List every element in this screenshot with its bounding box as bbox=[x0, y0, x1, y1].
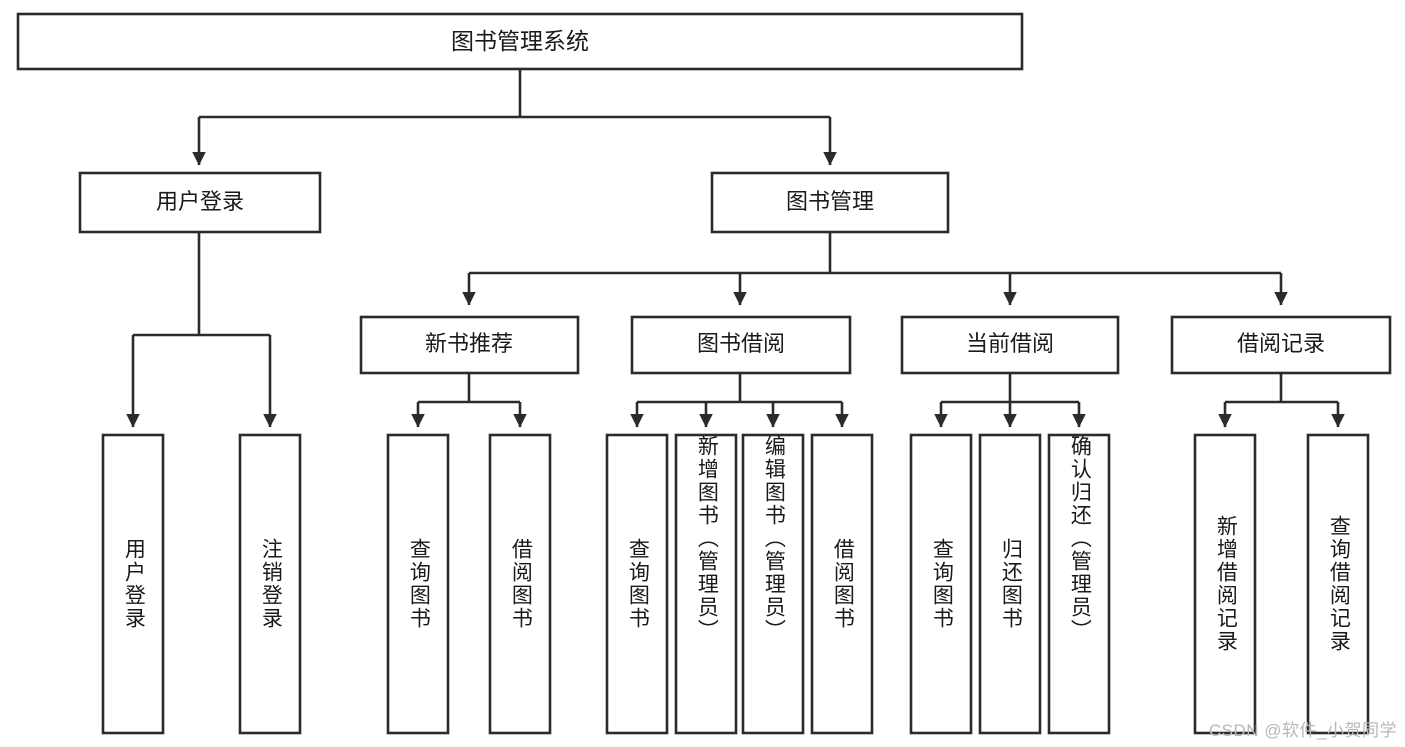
node-book-borrow-label: 图书借阅 bbox=[697, 331, 785, 356]
leaf-query-book-3-box[interactable] bbox=[909, 433, 973, 735]
leaf-confirm-return-box[interactable] bbox=[1047, 433, 1111, 735]
leaf-query-book-1-box[interactable] bbox=[386, 433, 450, 735]
node-root-box[interactable] bbox=[16, 12, 1024, 71]
node-user-login-box[interactable] bbox=[78, 171, 322, 234]
leaf-add-record-box[interactable] bbox=[1193, 433, 1257, 735]
watermark: CSDN @软件_小贺同学 bbox=[1208, 721, 1397, 740]
node-current-borrow[interactable]: 当前借阅 bbox=[900, 315, 1120, 375]
leaf-edit-book-box[interactable] bbox=[741, 433, 805, 735]
node-root[interactable]: 图书管理系统 bbox=[16, 12, 1024, 71]
node-borrow-record[interactable]: 借阅记录 bbox=[1170, 315, 1392, 375]
connectors-new-book-recommend-to-leaves bbox=[411, 373, 527, 428]
leaf-boxes bbox=[101, 433, 1370, 735]
leaf-return-book-box[interactable] bbox=[978, 433, 1042, 735]
node-book-borrow[interactable]: 图书借阅 bbox=[630, 315, 852, 375]
node-new-book-recommend-box[interactable] bbox=[359, 315, 580, 375]
leaf-borrow-book-2-box[interactable] bbox=[810, 433, 874, 735]
node-user-login-label: 用户登录 bbox=[156, 189, 244, 214]
node-borrow-record-label: 借阅记录 bbox=[1237, 331, 1325, 356]
leaf-query-book-2-box[interactable] bbox=[605, 433, 669, 735]
connectors-root-to-level2 bbox=[192, 69, 837, 166]
node-current-borrow-label: 当前借阅 bbox=[966, 331, 1054, 356]
leaf-add-book-box[interactable] bbox=[674, 433, 738, 735]
leaf-query-record-box[interactable] bbox=[1306, 433, 1370, 735]
node-new-book-recommend[interactable]: 新书推荐 bbox=[359, 315, 580, 375]
connectors-book-management-to-level3 bbox=[462, 232, 1288, 306]
connectors-current-borrow-to-leaves bbox=[934, 373, 1086, 428]
node-book-management-label: 图书管理 bbox=[786, 189, 874, 214]
node-root-label: 图书管理系统 bbox=[451, 28, 589, 54]
leaf-borrow-book-1-box[interactable] bbox=[488, 433, 552, 735]
node-book-management-box[interactable] bbox=[710, 171, 950, 234]
leaf-user-logout-box[interactable] bbox=[238, 433, 302, 735]
node-current-borrow-box[interactable] bbox=[900, 315, 1120, 375]
leaf-user-login-box[interactable] bbox=[101, 433, 165, 735]
node-borrow-record-box[interactable] bbox=[1170, 315, 1392, 375]
node-user-login[interactable]: 用户登录 bbox=[78, 171, 322, 234]
connectors-user-login-to-leaves bbox=[126, 232, 277, 428]
connectors-borrow-record-to-leaves bbox=[1218, 373, 1345, 428]
node-book-management[interactable]: 图书管理 bbox=[710, 171, 950, 234]
connectors-book-borrow-to-leaves bbox=[630, 373, 849, 428]
node-new-book-recommend-label: 新书推荐 bbox=[425, 331, 513, 356]
node-book-borrow-box[interactable] bbox=[630, 315, 852, 375]
